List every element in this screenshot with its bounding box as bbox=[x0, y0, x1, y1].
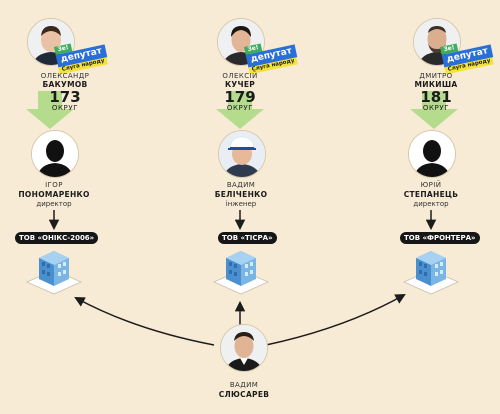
office-building-icon bbox=[212, 246, 270, 296]
person-photo-icon bbox=[221, 325, 267, 371]
controller-last-name: СЛЮСАРЕВ bbox=[194, 390, 294, 399]
director-last-name: ПОНОМАРЕНКО bbox=[0, 190, 119, 199]
office-building-icon bbox=[402, 246, 460, 296]
deputy-first-name: ОЛЕКСІЙ bbox=[175, 72, 305, 80]
director-avatar bbox=[31, 130, 79, 178]
controller-person: ВАДИМ СЛЮСАРЕВ bbox=[194, 324, 294, 414]
director-role: інженер bbox=[176, 200, 306, 208]
director-role: директор bbox=[366, 200, 496, 208]
person-silhouette-icon bbox=[409, 131, 455, 177]
district-number: 179 bbox=[175, 89, 305, 105]
director-avatar bbox=[408, 130, 456, 178]
person-silhouette-icon bbox=[32, 131, 78, 177]
column-3: Зе! депутат Слуга народу ДМИТРО МИКИША 1… bbox=[372, 0, 500, 414]
director-avatar bbox=[218, 130, 266, 178]
director-last-name: БЕЛІЧЕНКО bbox=[176, 190, 306, 199]
director-first-name: ЮРІЙ bbox=[366, 181, 496, 189]
director-first-name: ІГОР bbox=[0, 181, 119, 189]
director-last-name: СТЕПАНЕЦЬ bbox=[366, 190, 496, 199]
director-role: директор bbox=[0, 200, 119, 208]
controller-avatar bbox=[220, 324, 268, 372]
company-label: ТОВ «ОНІКС-2006» bbox=[15, 232, 98, 244]
director-first-name: ВАДИМ bbox=[176, 181, 306, 189]
district-label: ОКРУГ bbox=[0, 104, 130, 112]
district-number: 173 bbox=[0, 89, 130, 105]
company-label: ТОВ «ФРОНТЕРА» bbox=[400, 232, 480, 244]
deputy-first-name: ДМИТРО bbox=[371, 72, 500, 80]
company-label: ТОВ «ТІСРА» bbox=[218, 232, 277, 244]
column-1: Зе! депутат Слуга народу ОЛЕКСАНДР БАКУМ… bbox=[0, 0, 130, 414]
controller-first-name: ВАДИМ bbox=[194, 381, 294, 389]
district-number: 181 bbox=[371, 89, 500, 105]
district-label: ОКРУГ bbox=[371, 104, 500, 112]
person-photo-icon bbox=[219, 131, 265, 177]
district-label: ОКРУГ bbox=[175, 104, 305, 112]
office-building-icon bbox=[25, 246, 83, 296]
deputy-first-name: ОЛЕКСАНДР bbox=[0, 72, 130, 80]
